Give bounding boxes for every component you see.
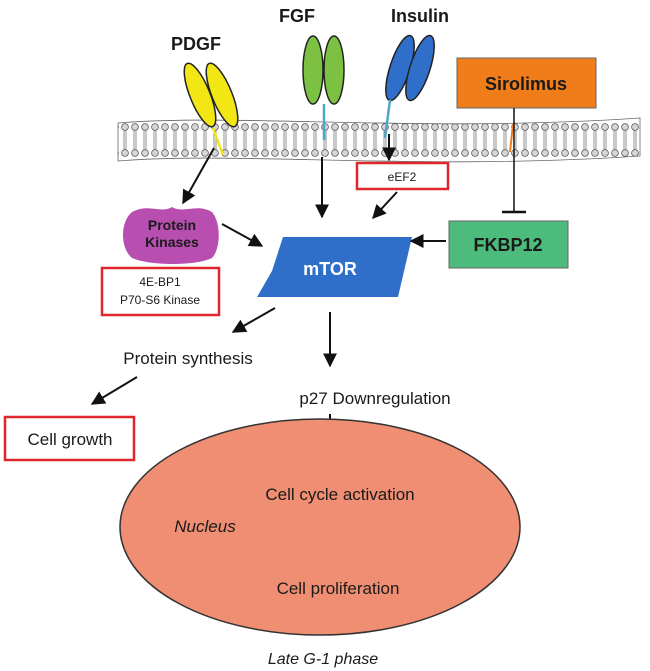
sirolimus-marker bbox=[509, 123, 514, 153]
protein-kinases-shape bbox=[123, 207, 219, 264]
cell-growth-box bbox=[3, 415, 136, 462]
nucleus bbox=[119, 418, 521, 636]
sirolimus-inhibition bbox=[502, 108, 526, 214]
cell-proliferation-label: Cell proliferation bbox=[277, 579, 400, 598]
cell-membrane bbox=[117, 117, 641, 163]
insulin-receptor bbox=[383, 34, 435, 139]
protein-synthesis-label: Protein synthesis bbox=[123, 349, 252, 368]
phase-caption: Late G-1 phase bbox=[268, 651, 378, 668]
eef2-box bbox=[355, 161, 450, 191]
kinase-targets-box bbox=[100, 266, 221, 317]
mtor-shape bbox=[257, 237, 412, 297]
nucleus-label: Nucleus bbox=[174, 517, 236, 536]
kinase-target-4ebp1: 4E-BP1 bbox=[139, 275, 181, 289]
fgf-label: FGF bbox=[279, 6, 315, 26]
sirolimus-box bbox=[456, 57, 597, 109]
arrow-kinases-to-mtor bbox=[221, 223, 264, 247]
fkbp12-label: FKBP12 bbox=[473, 235, 542, 255]
insulin-label: Insulin bbox=[391, 6, 449, 26]
cell-cycle-activation-label: Cell cycle activation bbox=[265, 485, 414, 504]
arrow-eef2-to-mtor bbox=[372, 191, 398, 220]
arrow-mtor-to-protein-synthesis bbox=[231, 307, 276, 333]
mtor-label: mTOR bbox=[303, 259, 357, 279]
eef2-label: eEF2 bbox=[388, 170, 417, 184]
sirolimus-label: Sirolimus bbox=[485, 74, 567, 94]
fgf-receptor bbox=[302, 35, 345, 140]
pdgf-receptor bbox=[183, 62, 239, 156]
protein-kinases-label-2: Kinases bbox=[145, 234, 199, 250]
cell-growth-label: Cell growth bbox=[27, 430, 112, 449]
p27-downregulation-label: p27 Downregulation bbox=[299, 389, 450, 408]
arrow-protein-synthesis-to-cell-growth bbox=[90, 376, 138, 405]
arrow-pdgf-to-kinases bbox=[182, 147, 215, 205]
protein-kinases-label-1: Protein bbox=[148, 217, 196, 233]
kinase-target-p70s6k: P70-S6 Kinase bbox=[120, 293, 200, 307]
fkbp12-box bbox=[448, 220, 569, 269]
pdgf-label: PDGF bbox=[171, 34, 221, 54]
